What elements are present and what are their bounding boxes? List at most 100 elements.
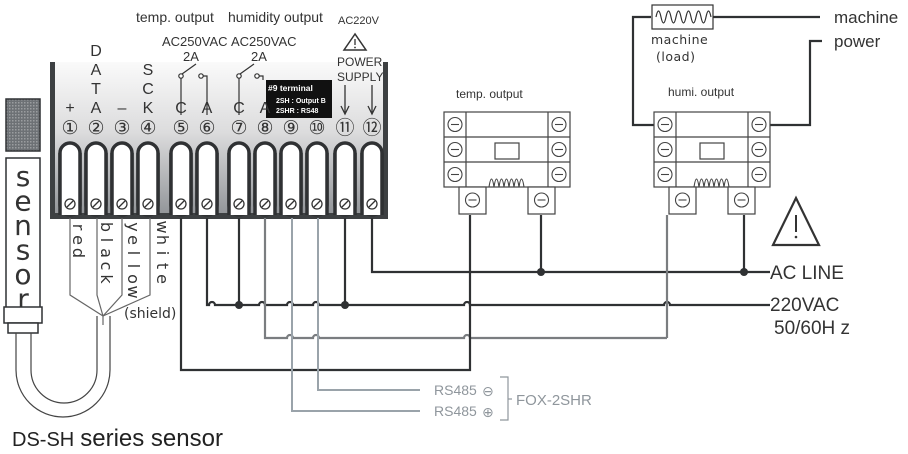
terminal-number: ⑩ xyxy=(308,117,325,139)
terminal-vertical-label: A xyxy=(91,62,102,79)
load-label-2: (load) xyxy=(656,49,695,64)
coil-icon xyxy=(693,178,730,188)
terminal-screw-icon xyxy=(551,116,567,133)
wire-label-red: red xyxy=(69,224,88,258)
terminal-screw-icon xyxy=(751,166,767,183)
relay-indicator xyxy=(494,142,520,160)
svg-text:t: t xyxy=(153,263,172,269)
humidity-output-header: humidity output xyxy=(228,9,323,25)
ac-voltage-label: 220VAC xyxy=(770,295,839,316)
terminal-number: ⑪ xyxy=(335,117,354,139)
terminal-screw-icon xyxy=(657,166,673,183)
load-label-1: machine xyxy=(651,32,708,47)
screw-icon xyxy=(201,198,213,210)
warning-icon xyxy=(342,32,368,51)
screw-icon xyxy=(366,198,378,210)
humi-output-relay xyxy=(653,111,771,215)
terminal-10 xyxy=(305,141,329,217)
screw-icon xyxy=(285,198,297,210)
sensor-cable xyxy=(15,316,111,418)
terminal-label: C xyxy=(233,100,245,117)
terminal-number: ③ xyxy=(113,117,130,139)
screw-icon xyxy=(175,198,187,210)
rs485-device-label: FOX-2SHR xyxy=(516,392,592,409)
svg-text:w: w xyxy=(153,220,172,233)
warning-icon xyxy=(771,195,821,247)
machine-power-label-1: machine xyxy=(834,8,898,27)
relay-rating-humi-amps: 2A xyxy=(251,49,267,64)
sensor-series-text: series sensor xyxy=(80,425,223,452)
terminal-8 xyxy=(253,141,277,217)
terminal-number: ① xyxy=(61,117,78,139)
power-label-2: SUPPLY xyxy=(337,70,383,84)
screw-icon xyxy=(233,198,245,210)
terminal-label: + xyxy=(65,100,74,117)
terminal-vertical-label: D xyxy=(90,43,102,60)
terminal-vertical-label: C xyxy=(142,81,154,98)
terminal-3 xyxy=(110,141,134,217)
terminal-screw-icon xyxy=(447,141,463,158)
svg-text:l: l xyxy=(124,264,143,268)
power-voltage: AC220V xyxy=(338,15,380,27)
terminal-screw-icon xyxy=(674,192,691,208)
temp-output-relay xyxy=(443,111,571,215)
terminal-number: ② xyxy=(87,117,104,139)
shield-label: (shield) xyxy=(124,306,176,322)
temp-relay-switch xyxy=(178,63,208,115)
rs485-plus-wire xyxy=(291,218,420,412)
terminal-label: A xyxy=(91,100,102,117)
svg-text:w: w xyxy=(124,285,143,298)
relay-rating-temp: AC250VAC xyxy=(162,34,228,49)
junction-dots xyxy=(235,268,748,309)
terminal-1 xyxy=(58,141,82,217)
terminal-label: C xyxy=(175,100,187,117)
svg-text:l: l xyxy=(97,238,116,242)
screw-icon xyxy=(142,198,154,210)
terminal-label: K xyxy=(143,100,154,117)
screw-icon xyxy=(259,198,271,210)
svg-text:e: e xyxy=(69,235,88,245)
terminal-screw-icon xyxy=(447,116,463,133)
terminal-9 xyxy=(279,141,303,217)
screw-icon xyxy=(311,198,323,210)
terminal-5 xyxy=(169,141,193,217)
rs485-labels: RS485 ⊖ RS485 ⊕ FOX-2SHR xyxy=(434,376,592,421)
svg-text:k: k xyxy=(97,274,116,284)
sensor-letter: e xyxy=(14,185,31,218)
screw-icon xyxy=(64,198,76,210)
terminal-11 xyxy=(333,141,357,217)
terminal-screw-icon xyxy=(447,166,463,183)
terminal-vertical-label: S xyxy=(143,62,154,79)
terminal-screw-icon xyxy=(464,192,481,208)
ac-line-warning xyxy=(771,195,821,247)
arrow-down-icon xyxy=(367,85,377,116)
svg-text:y: y xyxy=(124,222,143,231)
svg-text:e: e xyxy=(124,235,143,245)
terminal-screw-icon xyxy=(533,192,550,208)
rs485-minus-label: RS485 xyxy=(434,382,477,398)
machine-power-wire-2 xyxy=(770,39,822,127)
svg-text:r: r xyxy=(69,224,88,231)
svg-text:a: a xyxy=(97,248,116,258)
svg-text:o: o xyxy=(124,274,143,284)
sensor-letter: o xyxy=(14,258,31,291)
note-title: #9 terminal xyxy=(268,83,313,93)
wiring xyxy=(179,15,822,412)
ac-line-label: AC LINE xyxy=(770,263,844,284)
machine-power-label-2: power xyxy=(834,32,881,51)
arrow-down-icon xyxy=(340,85,350,116)
terminal-screw-icon xyxy=(733,192,750,208)
relay-rating-humi: AC250VAC xyxy=(231,34,297,49)
terminal-vertical-label: T xyxy=(91,81,101,98)
rs485-minus-wire xyxy=(317,218,420,391)
terminal-label: A xyxy=(202,100,213,117)
terminal-number: ⑧ xyxy=(256,117,273,139)
ac-frequency-label: 50/60H z xyxy=(774,318,850,339)
terminal-number: ⑤ xyxy=(172,117,189,139)
terminal-number: ⑨ xyxy=(282,117,299,139)
terminal-4 xyxy=(136,141,160,217)
load-wire xyxy=(631,15,654,127)
